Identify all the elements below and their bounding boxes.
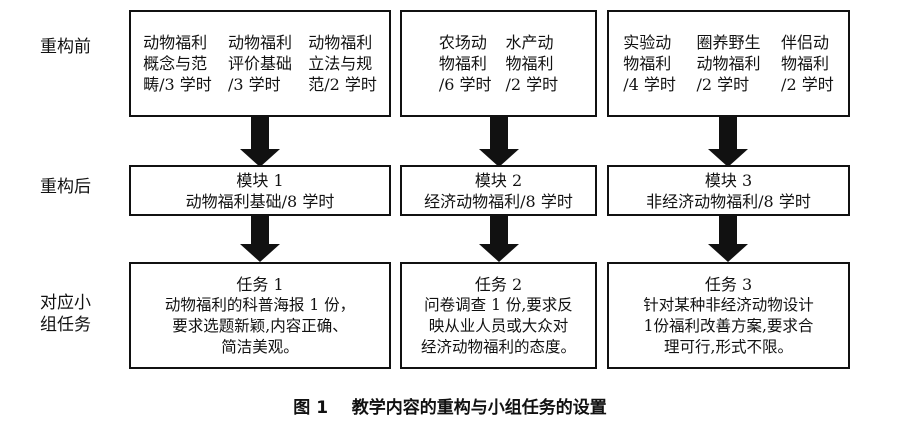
before-item-farm: 农场动 物福利 /6 学时 bbox=[438, 33, 492, 94]
arrow-down-icon bbox=[708, 216, 748, 262]
before-group-1: 动物福利 概念与范 畴/3 学时 动物福利 评价基础 /3 学时 动物福利 立法… bbox=[129, 10, 391, 117]
task-3-box: 任务 3 针对某种非经济动物设计 1份福利改善方案,要求合 理可行,形式不限。 bbox=[607, 262, 850, 369]
row-label-before: 重构前 bbox=[40, 37, 91, 57]
before-item-companion: 伴侣动 物福利 /2 学时 bbox=[781, 33, 834, 94]
task-1-box: 任务 1 动物福利的科普海报 1 份， 要求选题新颖,内容正确、 简洁美观。 bbox=[129, 262, 391, 369]
task-3-body: 针对某种非经济动物设计 1份福利改善方案,要求合 理可行,形式不限。 bbox=[643, 295, 814, 356]
module-2-title: 模块 2 bbox=[474, 170, 523, 190]
task-1-body: 动物福利的科普海报 1 份， 要求选题新颖,内容正确、 简洁美观。 bbox=[164, 295, 356, 356]
before-item-concept: 动物福利 概念与范 畴/3 学时 bbox=[143, 33, 212, 94]
module-1-title: 模块 1 bbox=[236, 170, 284, 190]
task-2-box: 任务 2 问卷调查 1 份,要求反 映从业人员或大众对 经济动物福利的态度。 bbox=[400, 262, 597, 369]
row-label-after: 重构后 bbox=[40, 177, 91, 197]
module-1-box: 模块 1 动物福利基础/8 学时 bbox=[129, 165, 391, 216]
before-group-2: 农场动 物福利 /6 学时 水产动 物福利 /2 学时 bbox=[400, 10, 597, 117]
task-3-title: 任务 3 bbox=[704, 274, 753, 294]
task-2-body: 问卷调查 1 份,要求反 映从业人员或大众对 经济动物福利的态度。 bbox=[420, 295, 576, 356]
before-item-legislation: 动物福利 立法与规 范/2 学时 bbox=[308, 33, 377, 94]
task-1-title: 任务 1 bbox=[236, 274, 284, 294]
before-item-wild: 圈养野生 动物福利 /2 学时 bbox=[696, 33, 761, 94]
arrow-down-icon bbox=[708, 117, 748, 167]
module-2-subtitle: 经济动物福利/8 学时 bbox=[424, 191, 573, 211]
before-group-3: 实验动 物福利 /4 学时 圈养野生 动物福利 /2 学时 伴侣动 物福利 /2… bbox=[607, 10, 850, 117]
row-label-tasks: 对应小 组任务 bbox=[40, 293, 91, 335]
arrow-down-icon bbox=[479, 216, 519, 262]
arrow-down-icon bbox=[479, 117, 519, 167]
module-1-subtitle: 动物福利基础/8 学时 bbox=[185, 191, 335, 211]
module-3-box: 模块 3 非经济动物福利/8 学时 bbox=[607, 165, 850, 216]
module-2-box: 模块 2 经济动物福利/8 学时 bbox=[400, 165, 597, 216]
task-2-title: 任务 2 bbox=[474, 274, 523, 294]
figure-caption: 图 1 教学内容的重构与小组任务的设置 bbox=[293, 398, 607, 418]
before-item-lab: 实验动 物福利 /4 学时 bbox=[623, 33, 676, 94]
module-3-title: 模块 3 bbox=[704, 170, 753, 190]
module-3-subtitle: 非经济动物福利/8 学时 bbox=[646, 191, 811, 211]
arrow-down-icon bbox=[240, 216, 280, 262]
before-item-aquatic: 水产动 物福利 /2 学时 bbox=[505, 33, 559, 94]
arrow-down-icon bbox=[240, 117, 280, 167]
before-item-evaluation: 动物福利 评价基础 /3 学时 bbox=[227, 33, 292, 94]
